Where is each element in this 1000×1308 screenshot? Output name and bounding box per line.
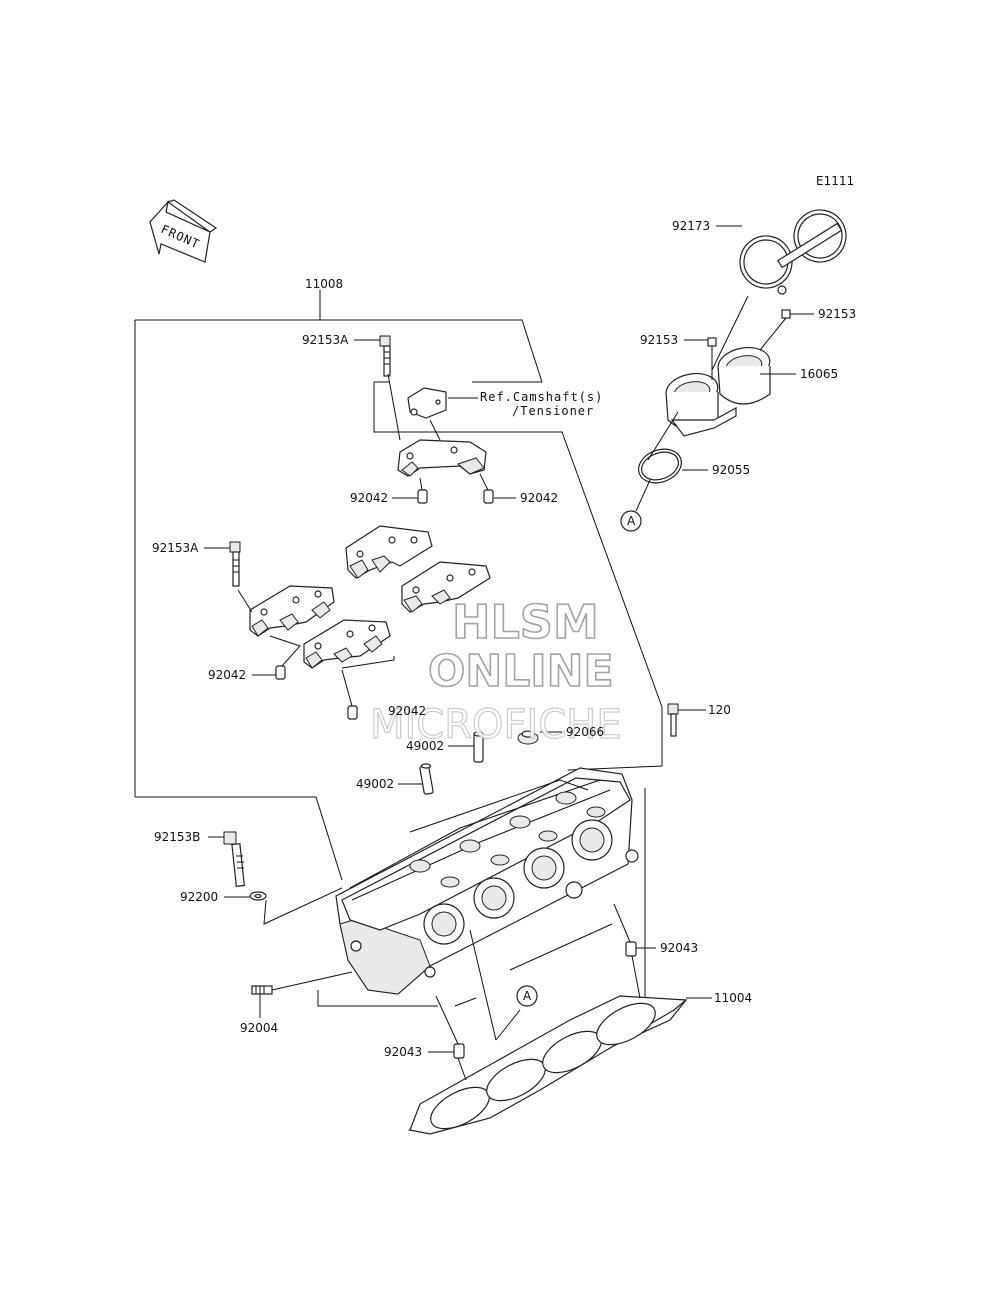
- callout-11008: 11008: [305, 277, 343, 291]
- callout-49002-a: 49002: [406, 739, 444, 753]
- callout-92153A-left: 92153A: [152, 541, 199, 555]
- callout-92153A-top: 92153A: [302, 333, 349, 347]
- callout-92042-c: 92042: [208, 668, 246, 682]
- ref-note-line2: /Tensioner: [512, 404, 594, 418]
- side-bolts-group: [223, 831, 353, 995]
- callout-92042-b: 92042: [520, 491, 558, 505]
- callout-92042-d: 92042: [388, 704, 426, 718]
- callout-92004: 92004: [240, 1021, 278, 1035]
- guides-group: [419, 703, 679, 795]
- callout-92066: 92066: [566, 725, 604, 739]
- callout-92043-a: 92043: [384, 1045, 422, 1059]
- leader-lines: [204, 225, 814, 1053]
- callout-49002-b: 49002: [356, 777, 394, 791]
- diagram-code: E1111: [816, 174, 854, 188]
- callout-92173: 92173: [672, 219, 710, 233]
- cylinder-head: [335, 767, 639, 995]
- callout-labels: 11008 92153A Ref.Camshaft(s) /Tensioner …: [152, 219, 856, 1059]
- callout-11004: 11004: [714, 991, 752, 1005]
- marker-a-lower: [516, 985, 538, 1007]
- watermark-line3: MICROFICHE: [370, 702, 622, 748]
- front-arrow-icon: FRONT: [149, 199, 218, 263]
- ref-note-line1: Ref.Camshaft(s): [480, 390, 603, 404]
- callout-92153B: 92153B: [154, 830, 200, 844]
- callout-120: 120: [708, 703, 731, 717]
- callout-16065: 16065: [800, 367, 838, 381]
- watermark-line1: HLSM: [452, 595, 599, 649]
- intake-group: [620, 209, 847, 532]
- marker-a-upper-label: A: [627, 514, 636, 528]
- callout-92153-a: 92153: [640, 333, 678, 347]
- callout-92200: 92200: [180, 890, 218, 904]
- callout-92055: 92055: [712, 463, 750, 477]
- watermark: HLSM ONLINE MICROFICHE: [369, 594, 622, 748]
- marker-a-lower-label: A: [523, 989, 532, 1003]
- callout-92043-b: 92043: [660, 941, 698, 955]
- callout-92042-a: 92042: [350, 491, 388, 505]
- cam-caps-group: [229, 525, 491, 720]
- top-cam-cap-group: [379, 335, 494, 504]
- head-gasket: [407, 903, 688, 1135]
- assembly-frame-lines: [134, 290, 663, 1007]
- callout-92153-b: 92153: [818, 307, 856, 321]
- watermark-line2: ONLINE: [428, 646, 614, 697]
